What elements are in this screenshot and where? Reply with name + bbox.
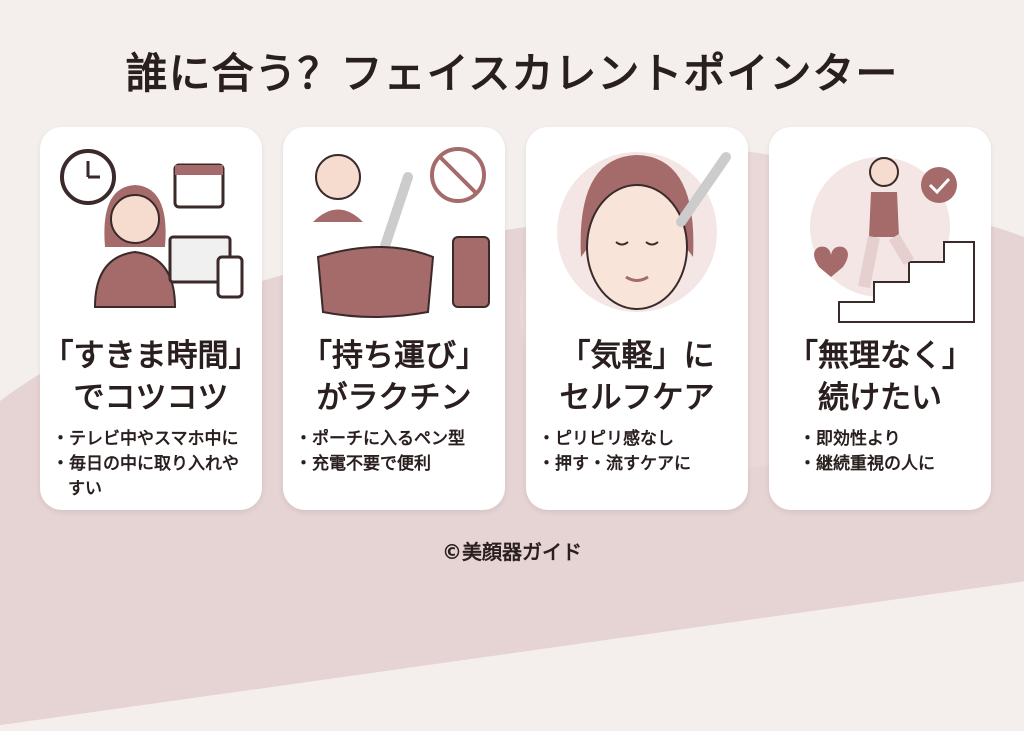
card-heading: 「気軽」に — [559, 338, 715, 374]
bullet: ・継続重視の人に — [799, 454, 935, 474]
card-continue: 「無理なく」続けたい ・即効性より・継続重視の人に — [769, 127, 991, 510]
bullet: ・ポーチに入るペン型 — [295, 429, 465, 449]
card-heading: がラクチン — [316, 380, 472, 416]
page-title: 誰に合う？フェイスカレントポインター — [125, 49, 899, 98]
bullet: ・充電不要で便利 — [295, 454, 431, 474]
bullet: ・ピリピリ感なし — [538, 429, 674, 449]
woman-with-clock-tv-icon — [60, 149, 244, 308]
copyright-footer: ©美顔器ガイド — [442, 540, 582, 564]
card-heading: セルフケア — [559, 380, 715, 416]
pouch-pen-suitcase-icon — [313, 147, 490, 318]
card-heading: 「すきま時間」 — [42, 338, 260, 374]
card-spare-time: 「すきま時間」でコツコツ ・テレビ中やスマホ中に・毎日の中に取り入れやすい — [40, 127, 262, 510]
face-massage-icon — [557, 152, 731, 312]
bullet: ・毎日の中に取り入れやすい — [52, 454, 239, 499]
woman-climbing-stairs-icon — [810, 157, 975, 323]
card-heading: 続けたい — [818, 380, 942, 416]
bullet: ・押す・流すケアに — [538, 454, 691, 474]
card-heading: でコツコツ — [73, 380, 229, 416]
card-portable: 「持ち運び」がラクチン ・ポーチに入るペン型・充電不要で便利 — [283, 127, 505, 510]
card-easy-selfcare: 「気軽」にセルフケア ・ピリピリ感なし・押す・流すケアに — [526, 127, 748, 510]
card-heading: 「持ち運び」 — [301, 338, 487, 374]
bullet: ・テレビ中やスマホ中に — [52, 429, 239, 449]
bullet: ・即効性より — [799, 429, 901, 449]
card-heading: 「無理なく」 — [787, 338, 973, 374]
